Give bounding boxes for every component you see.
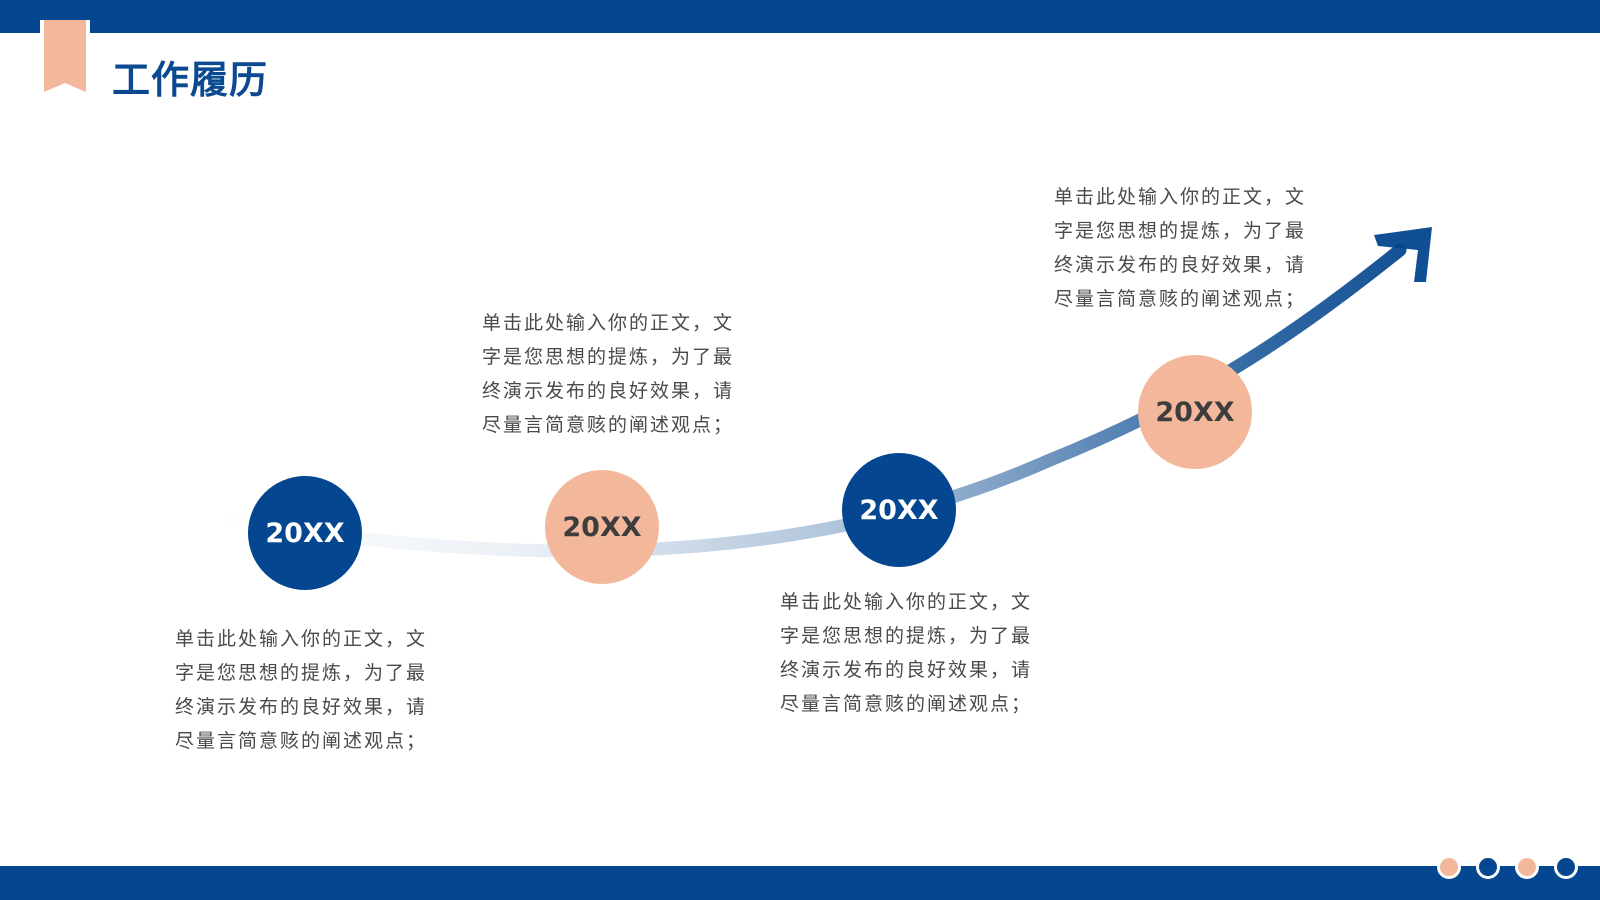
timeline-desc-2: 单击此处输入你的正文，文字是您思想的提炼，为了最终演示发布的良好效果，请尽量言简…: [482, 312, 735, 436]
timeline-year-1: 20XX: [265, 517, 345, 549]
page-title: 工作履历: [112, 58, 269, 102]
timeline-node-3: 20XX: [842, 453, 956, 567]
timeline-desc-3: 单击此处输入你的正文，文字是您思想的提炼，为了最终演示发布的良好效果，请尽量言简…: [780, 591, 1033, 715]
timeline-year-2: 20XX: [562, 511, 642, 543]
page-dot: [1476, 855, 1500, 879]
top-bar: [0, 0, 1600, 33]
timeline-desc-1: 单击此处输入你的正文，文字是您思想的提炼，为了最终演示发布的良好效果，请尽量言简…: [175, 628, 428, 752]
timeline-year-4: 20XX: [1155, 396, 1235, 428]
page-dots: [1437, 855, 1587, 881]
timeline-node-1: 20XX: [248, 476, 362, 590]
bottom-bar: [0, 866, 1600, 900]
page-dot: [1554, 855, 1578, 879]
page-dot: [1515, 855, 1539, 879]
timeline-year-3: 20XX: [859, 494, 939, 526]
page-dot: [1437, 855, 1461, 879]
timeline-node-2: 20XX: [545, 470, 659, 584]
arrow-up-right-icon: [1374, 227, 1432, 282]
timeline-desc-4: 单击此处输入你的正文，文字是您思想的提炼，为了最终演示发布的良好效果，请尽量言简…: [1054, 186, 1307, 310]
timeline-node-4: 20XX: [1138, 355, 1252, 469]
bookmark-icon: [40, 20, 90, 98]
